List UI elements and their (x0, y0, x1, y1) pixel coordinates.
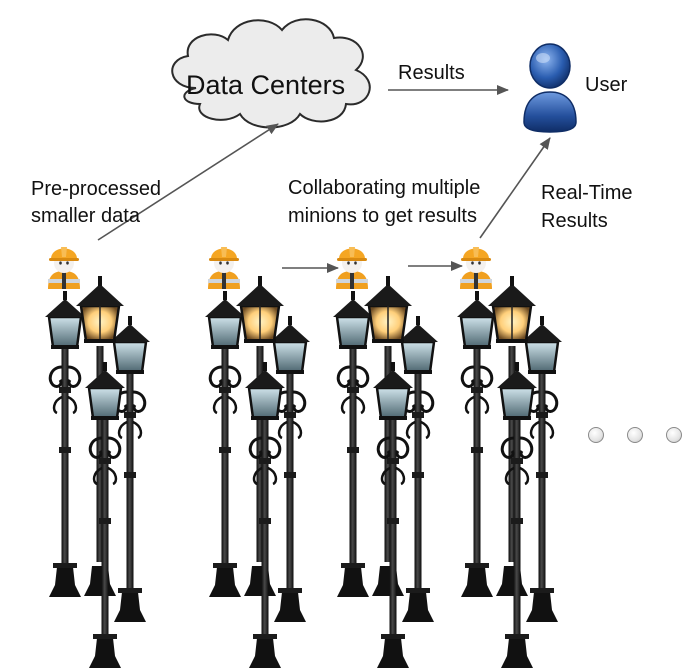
collaborating-label-line1: Collaborating multiple (288, 177, 481, 199)
user-icon (523, 43, 577, 133)
arrow-minion-to-user (479, 137, 551, 239)
more-dot (588, 427, 604, 443)
collaborating-label-line2: minions to get results (288, 205, 477, 227)
data-centers-label: Data Centers (186, 70, 346, 100)
realtime-label-line1: Real-Time (541, 182, 633, 204)
cloud-icon (171, 18, 371, 129)
results-arrow-label: Results (398, 62, 465, 84)
arrow-minion-to-datacenter (97, 123, 279, 241)
realtime-label-line2: Results (541, 210, 608, 232)
lamp-group-3 (333, 247, 438, 668)
more-dot (627, 427, 643, 443)
lamp-group-2 (205, 247, 310, 668)
lamp-group-4 (457, 247, 562, 668)
lamp-group-1 (45, 247, 150, 668)
user-label: User (585, 74, 628, 96)
preprocessed-label-line2: smaller data (31, 205, 140, 227)
preprocessed-label-line1: Pre-processed (31, 178, 162, 200)
more-dot (666, 427, 682, 443)
